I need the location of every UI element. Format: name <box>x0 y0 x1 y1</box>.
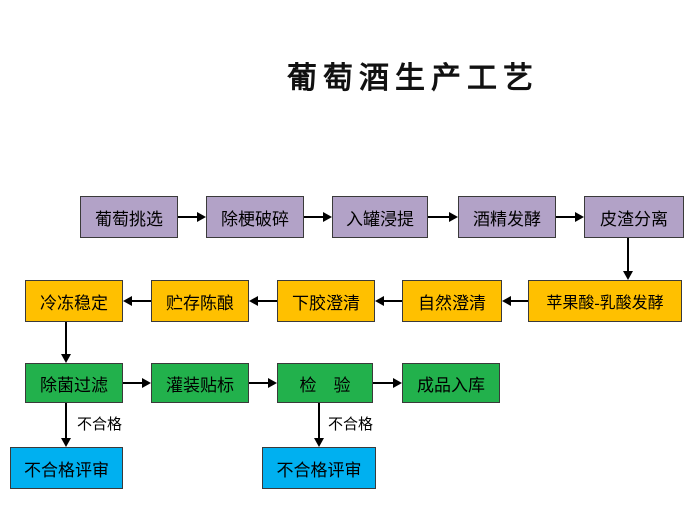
edge-label-fail-right: 不合格 <box>328 417 374 433</box>
node-skin-separation: 皮渣分离 <box>584 196 684 238</box>
arrow-storage-to-cold <box>123 296 151 306</box>
node-destem-crush: 除梗破碎 <box>206 196 304 238</box>
node-inspection: 检 验 <box>277 363 373 403</box>
node-nonconforming-review-left: 不合格评审 <box>10 447 123 489</box>
arrow-fining-to-storage <box>249 296 277 306</box>
arrow-destem-to-maceration <box>304 212 332 222</box>
node-finished-goods-storage: 成品入库 <box>402 363 500 403</box>
arrow-natural-to-fining <box>375 296 402 306</box>
node-natural-clarification: 自然澄清 <box>402 280 502 322</box>
node-filling-labeling: 灌装贴标 <box>151 363 249 403</box>
arrow-inspection-to-warehouse <box>373 378 402 388</box>
node-sterile-filtration: 除菌过滤 <box>25 363 123 403</box>
arrow-filtration-to-review <box>61 403 71 447</box>
page-title: 葡萄酒生产工艺 <box>287 62 539 95</box>
node-cold-stabilization: 冷冻稳定 <box>25 280 123 322</box>
node-nonconforming-review-right: 不合格评审 <box>262 447 376 489</box>
node-malolactic-fermentation: 苹果酸-乳酸发酵 <box>528 280 682 322</box>
arrow-grape-to-destem <box>178 212 206 222</box>
node-fining-clarification: 下胶澄清 <box>277 280 375 322</box>
arrow-inspection-to-review <box>314 403 324 447</box>
node-grape-selection: 葡萄挑选 <box>80 196 178 238</box>
arrow-filling-to-inspection <box>249 378 277 388</box>
node-alcohol-fermentation: 酒精发酵 <box>458 196 556 238</box>
node-storage-aging: 贮存陈酿 <box>151 280 249 322</box>
arrow-fermentation-to-separation <box>556 212 584 222</box>
arrow-cold-to-filtration <box>61 322 71 363</box>
arrow-separation-to-mlf <box>623 238 633 280</box>
edge-label-fail-left: 不合格 <box>77 417 123 433</box>
node-tank-maceration: 入罐浸提 <box>332 196 428 238</box>
arrow-filtration-to-filling <box>123 378 151 388</box>
arrow-maceration-to-fermentation <box>428 212 458 222</box>
arrow-mlf-to-natural <box>502 296 528 306</box>
